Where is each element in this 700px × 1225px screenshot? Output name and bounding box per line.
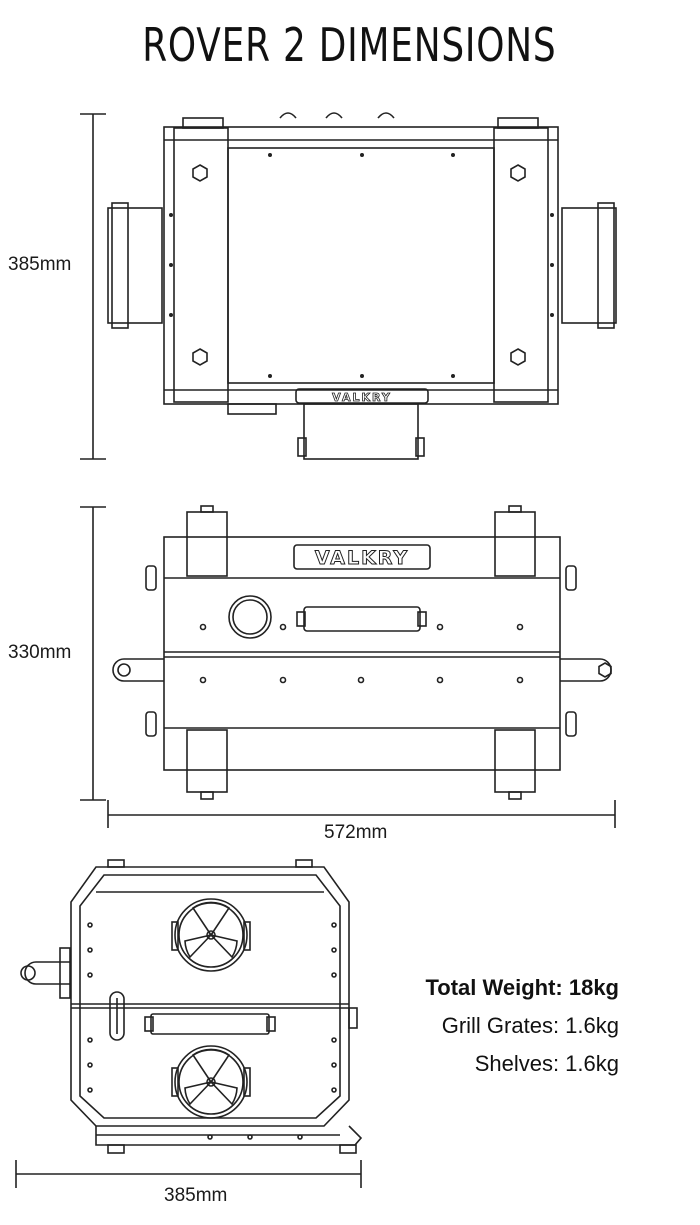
top-view-drawing	[80, 112, 617, 460]
logo-text-top: VALKRY	[332, 391, 392, 404]
front-view-drawing	[80, 505, 616, 828]
front-view-width-label: 572mm	[324, 822, 388, 843]
side-view-depth-label: 385mm	[164, 1185, 228, 1206]
grill-grates-weight-text: Grill Grates: 1.6kg	[441, 1013, 619, 1038]
top-view-depth-label: 385mm	[8, 254, 72, 275]
total-weight-text: Total Weight: 18kg	[425, 975, 619, 1000]
front-view-height-label: 330mm	[8, 642, 72, 663]
page-title: ROVER 2 DIMENSIONS	[142, 18, 557, 72]
logo-text-front: VALKRY	[315, 547, 409, 569]
side-view-drawing	[15, 859, 363, 1188]
shelves-weight-text: Shelves: 1.6kg	[474, 1051, 619, 1076]
